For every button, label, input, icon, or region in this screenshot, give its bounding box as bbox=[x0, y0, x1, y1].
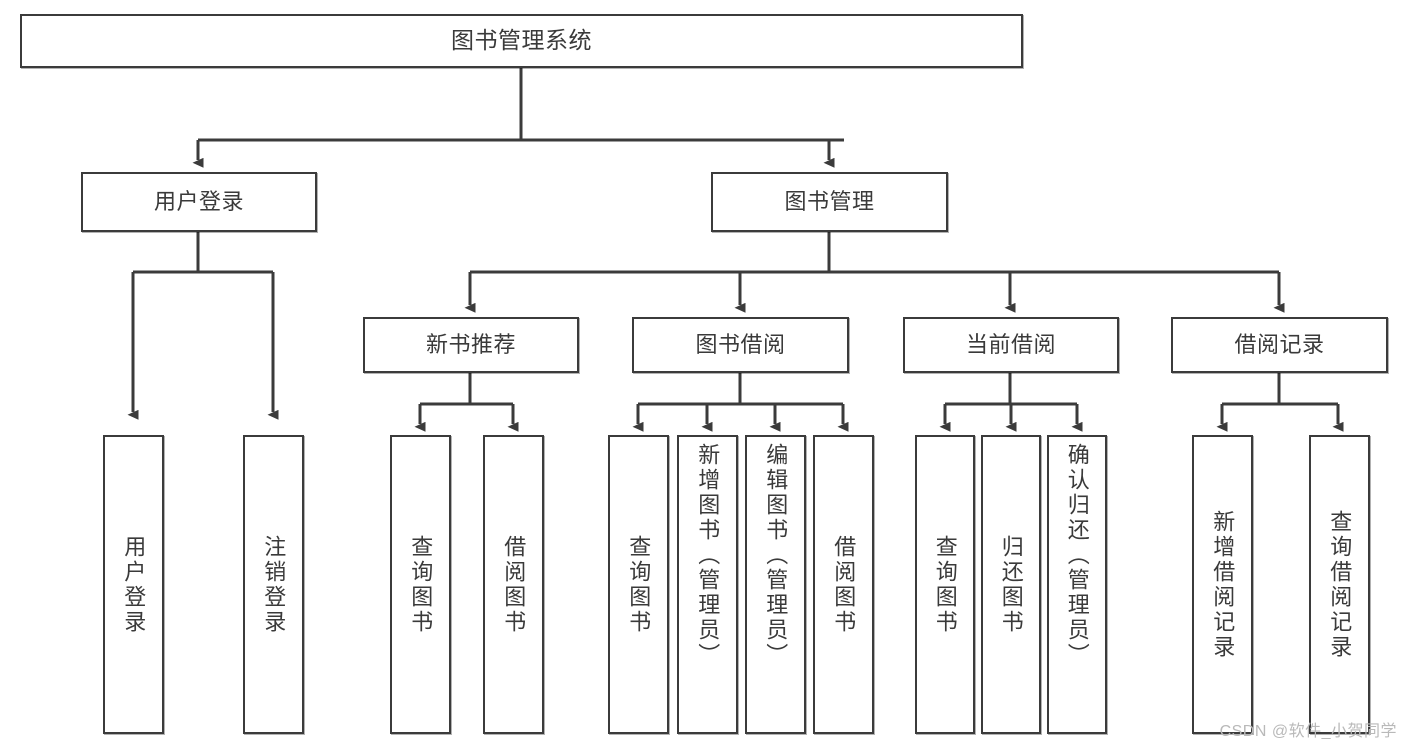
leaf-query-book-1[interactable]: 查询图书 bbox=[390, 435, 451, 734]
leaf-borrow-book-1[interactable]: 借阅图书 bbox=[483, 435, 544, 734]
node-label: 归还图书 bbox=[998, 534, 1024, 635]
leaf-query-borrow-record[interactable]: 查询借阅记录 bbox=[1309, 435, 1370, 734]
node-label: 借阅图书 bbox=[501, 534, 527, 635]
node-label: 查询图书 bbox=[932, 534, 958, 635]
leaf-user-login[interactable]: 用户登录 bbox=[103, 435, 164, 734]
node-label: 图书借阅 bbox=[695, 331, 786, 357]
node-label: 新增借阅记录 bbox=[1210, 509, 1236, 660]
node-label: 用户登录 bbox=[153, 188, 244, 214]
leaf-borrow-book-2[interactable]: 借阅图书 bbox=[813, 435, 874, 734]
node-label: 注销登录 bbox=[261, 534, 287, 635]
node-label: 查询图书 bbox=[408, 534, 434, 635]
node-book-borrow[interactable]: 图书借阅 bbox=[632, 317, 849, 373]
csdn-watermark: CSDN @软件_小贺同学 bbox=[1219, 723, 1397, 740]
leaf-add-book-admin[interactable]: 新增图书（管理员） bbox=[677, 435, 738, 734]
node-new-book-recommend[interactable]: 新书推荐 bbox=[363, 317, 579, 373]
leaf-logout-login[interactable]: 注销登录 bbox=[243, 435, 304, 734]
node-label: 新增图书（管理员） bbox=[695, 443, 721, 668]
node-current-borrow[interactable]: 当前借阅 bbox=[903, 317, 1119, 373]
node-user-login[interactable]: 用户登录 bbox=[81, 172, 317, 232]
node-label: 查询借阅记录 bbox=[1327, 509, 1353, 660]
node-label: 图书管理 bbox=[784, 188, 875, 214]
node-label: 编辑图书（管理员） bbox=[763, 443, 789, 668]
node-label: 查询图书 bbox=[626, 534, 652, 635]
node-label: 新书推荐 bbox=[425, 331, 516, 357]
node-label: 当前借阅 bbox=[965, 331, 1056, 357]
node-label: 确认归还（管理员） bbox=[1064, 443, 1090, 668]
leaf-query-book-2[interactable]: 查询图书 bbox=[608, 435, 669, 734]
leaf-confirm-return-admin[interactable]: 确认归还（管理员） bbox=[1047, 435, 1107, 734]
node-borrow-record[interactable]: 借阅记录 bbox=[1171, 317, 1388, 373]
leaf-return-book[interactable]: 归还图书 bbox=[981, 435, 1041, 734]
leaf-edit-book-admin[interactable]: 编辑图书（管理员） bbox=[745, 435, 806, 734]
leaf-add-borrow-record[interactable]: 新增借阅记录 bbox=[1192, 435, 1253, 734]
leaf-query-book-3[interactable]: 查询图书 bbox=[915, 435, 975, 734]
node-root-book-management-system[interactable]: 图书管理系统 bbox=[20, 14, 1023, 68]
node-label: 图书管理系统 bbox=[451, 27, 592, 54]
node-book-manage[interactable]: 图书管理 bbox=[711, 172, 948, 232]
node-label: 借阅记录 bbox=[1234, 331, 1325, 357]
node-label: 用户登录 bbox=[121, 534, 147, 635]
node-label: 借阅图书 bbox=[831, 534, 857, 635]
